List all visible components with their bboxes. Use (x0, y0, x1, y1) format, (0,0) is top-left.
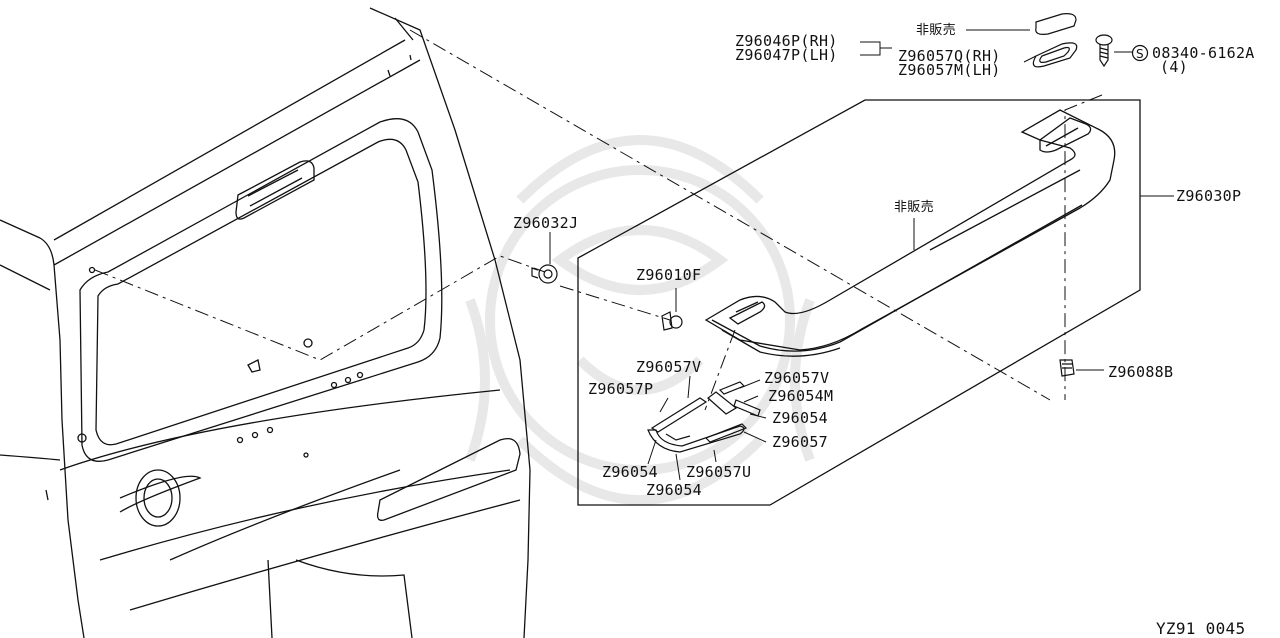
spoiler-detail-box (577, 99, 1141, 506)
part-label-z96088b[interactable]: Z96088B (1108, 363, 1174, 381)
part-label-z96057[interactable]: Z96057 (772, 433, 828, 451)
clip-icon (661, 311, 683, 331)
part-label-z96057u[interactable]: Z96057U (686, 463, 752, 481)
standard-part-symbol-letter: S (1136, 47, 1144, 61)
leader-lines (549, 29, 1174, 481)
part-label-z96054[interactable]: Z96054 (602, 463, 658, 481)
rear-door (0, 7, 531, 638)
not-for-sale-label: 非販売 (894, 200, 934, 215)
diagram-code: YZ91 0045 (1156, 619, 1246, 638)
clip-icon (1059, 359, 1075, 377)
pad-icon (1032, 13, 1078, 68)
assembly-lines (94, 29, 1103, 411)
part-label-08340-6162a[interactable]: 08340-6162A (1152, 44, 1255, 62)
standard-part-symbol (1131, 44, 1149, 62)
part-label-z96032j[interactable]: Z96032J (513, 214, 579, 232)
part-label-z96054[interactable]: Z96054 (646, 481, 702, 499)
screw-icon (1095, 34, 1113, 68)
part-label-z96057v[interactable]: Z96057V (636, 358, 702, 376)
not-for-sale-label: 非販売 (916, 23, 956, 38)
part-label-z96047p[interactable]: Z96047P(LH) (735, 46, 838, 64)
part-label-z96054[interactable]: Z96054 (772, 409, 828, 427)
part-label-z96054m[interactable]: Z96054M (768, 387, 834, 405)
part-quantity: (4) (1160, 58, 1188, 76)
part-label-z96057v[interactable]: Z96057V (764, 369, 830, 387)
part-label-z96057q[interactable]: Z96057Q(RH) (898, 47, 1001, 65)
part-label-z96057m[interactable]: Z96057M(LH) (898, 61, 1001, 79)
tape-pieces (647, 381, 761, 453)
part-label-z96046p[interactable]: Z96046P(RH) (735, 32, 838, 50)
grommet-icon (531, 264, 558, 284)
part-label-z96030p[interactable]: Z96030P (1176, 187, 1242, 205)
part-label-z96010f[interactable]: Z96010F (636, 266, 702, 284)
spoiler (704, 109, 1116, 357)
watermark-logo (465, 135, 815, 505)
part-label-z96057p[interactable]: Z96057P (588, 380, 654, 398)
